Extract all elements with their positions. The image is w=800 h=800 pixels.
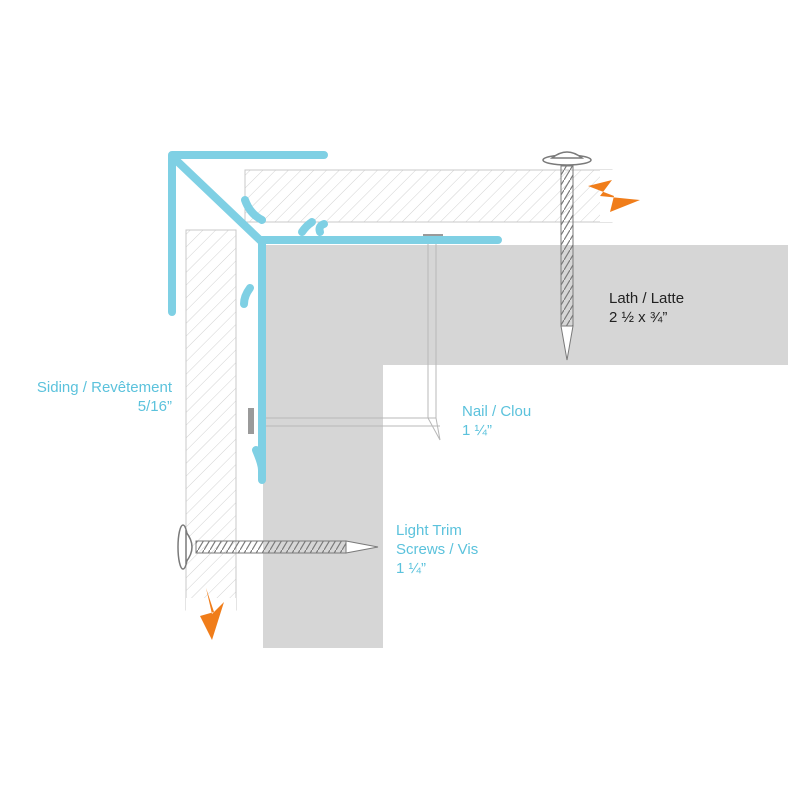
break-marker-lath-icon — [588, 170, 640, 222]
siding-label-line2: 5/16” — [137, 398, 172, 415]
screws-label-line2: Screws / Vis — [396, 541, 479, 558]
wall-block-vertical — [263, 245, 383, 648]
nail-label-line2: 1 ¼” — [462, 422, 493, 439]
siding-label-line1: Siding / Revêtement — [36, 379, 172, 396]
corner-trim-profile — [168, 151, 502, 484]
siding-screw — [177, 524, 379, 570]
break-marker-siding-icon — [186, 588, 236, 640]
lath-label-line1: Lath / Latte — [609, 290, 685, 307]
siding-label: Siding / Revêtement 5/16” — [37, 378, 172, 416]
lath-screw — [542, 151, 592, 361]
wall-block-horizontal — [383, 245, 788, 365]
screws-label: Light Trim Screws / Vis 1 ¼” — [396, 521, 478, 578]
lath-label-line2: 2 ½ x ¾” — [609, 309, 668, 326]
nail-label-line1: Nail / Clou — [462, 403, 532, 420]
nail-label: Nail / Clou 1 ¼” — [462, 402, 531, 440]
screws-label-line1: Light Trim — [396, 522, 462, 539]
screws-label-line3: 1 ¼” — [396, 560, 427, 577]
lath-label: Lath / Latte 2 ½ x ¾” — [609, 289, 684, 327]
lath-board — [244, 169, 613, 223]
